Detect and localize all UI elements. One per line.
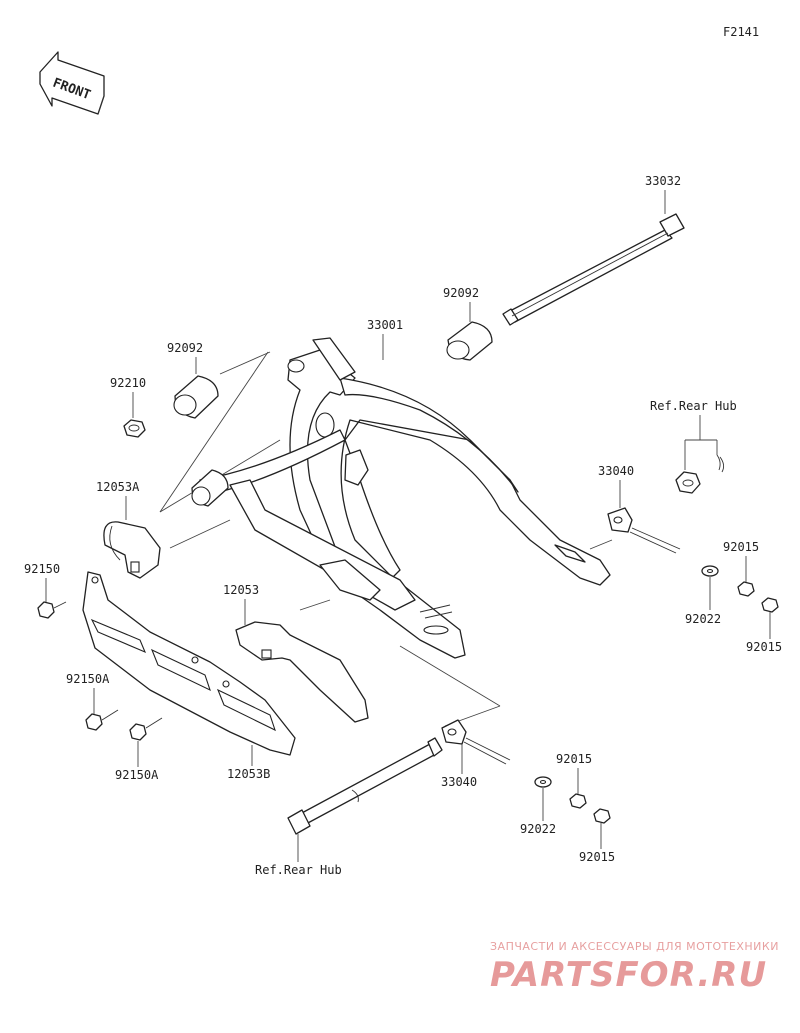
chain-adjuster-33040-right [607,507,681,554]
label-92092-right: 92092 [443,286,479,300]
bushing-92092-left [173,375,219,419]
label-92022-bottom: 92022 [520,822,556,836]
chain-slider-12053 [235,621,369,723]
label-33032: 33032 [645,174,681,188]
chain-adjuster-33040-bottom [441,719,511,765]
label-92150A-top: 92150A [66,672,110,686]
diagram-code: F2141 [723,25,759,39]
nut-92015-b [761,597,779,613]
nut-92210 [123,419,146,438]
cotter-pin-icon [716,454,725,473]
label-92210: 92210 [110,376,146,390]
swingarm-bushing [191,469,229,507]
nut-92015-d [593,808,611,824]
castle-nut-icon [675,471,701,494]
watermark-brand: PARTSFOR.RU [490,955,767,995]
label-92015-d: 92015 [579,850,615,864]
label-33001: 33001 [367,318,403,332]
label-92092-left: 92092 [167,341,203,355]
label-92015-a: 92015 [723,540,759,554]
bolt-92150A-top [85,709,119,731]
label-12053: 12053 [223,583,259,597]
label-33040-right: 33040 [598,464,634,478]
bolt-92150A-bottom [129,717,163,741]
ref-rear-hub-bottom: Ref.Rear Hub [255,863,342,877]
swingarm-33001 [199,337,611,659]
washer-92022-bottom [534,776,552,788]
watermark-subtitle: ЗАПЧАСТИ И АКСЕССУАРЫ ДЛЯ МОТОТЕХНИКИ [490,940,779,953]
nut-92015-a [737,581,755,597]
label-92015-b: 92015 [746,640,782,654]
rear-axle [287,737,443,835]
ref-rear-hub-top: Ref.Rear Hub [650,399,737,413]
bushing-92092-right [446,321,493,361]
label-12053A: 12053A [96,480,140,494]
chain-guard-12053B [82,571,296,756]
washer-92022-right [701,565,719,577]
bolt-92150 [37,601,67,619]
label-92150: 92150 [24,562,60,576]
label-12053B: 12053B [227,767,270,781]
label-92022-right: 92022 [685,612,721,626]
label-92015-c: 92015 [556,752,592,766]
front-arrow-icon: FRONT [39,51,105,115]
label-92150A-bottom: 92150A [115,768,159,782]
nut-92015-c [569,793,587,809]
chain-guide-12053A [103,521,161,579]
pivot-shaft-33032 [502,213,685,326]
label-33040-bottom: 33040 [441,775,477,789]
